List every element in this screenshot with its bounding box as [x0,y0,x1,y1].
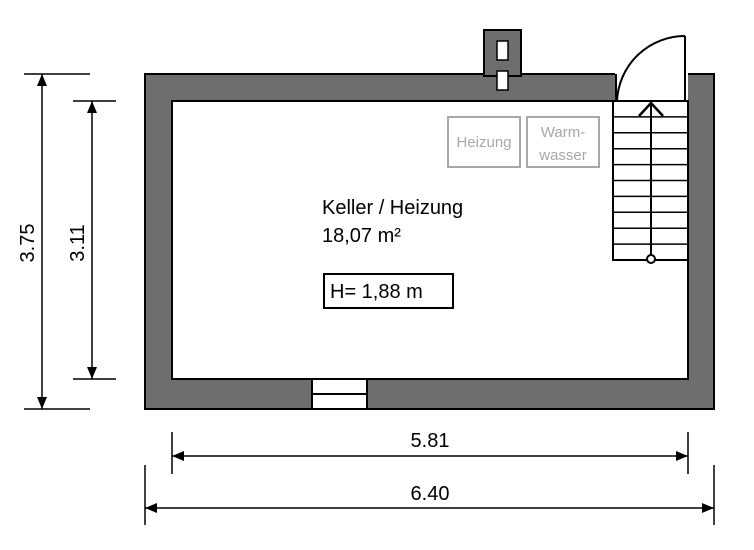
heating-box [447,116,521,168]
hot-water-box [526,116,600,168]
door-swing-arc [616,34,686,102]
staircase [612,100,689,264]
dimension-inner-height: 3.11 [67,100,116,380]
door [615,34,688,103]
dimension-label-3-75: 3.75 [17,224,39,263]
dimension-outer-width: 6.40 [144,465,715,525]
stair-arrow-head [638,101,664,117]
stair-start-dot [646,254,656,264]
heating-unit: Heizung [447,116,521,168]
walls [144,29,715,410]
hot-water-unit: Warm- wasser [526,116,600,168]
dimension-label-3-11: 3.11 [67,224,89,261]
dimension-outer-height: 3.75 [17,73,90,410]
chimney-flue-bottom [496,70,509,91]
hot-water-label-line1: Warm- [541,124,585,141]
dimension-label-5-81: 5.81 [411,430,450,452]
room-area: 18,07 m² [322,225,401,247]
room-name: Keller / Heizung [322,197,463,219]
room-height-box [323,273,454,309]
door-opening [615,73,688,103]
room-height: H= 1,88 m [330,281,423,303]
dimension-label-6-40: 6.40 [411,483,450,505]
heating-label: Heizung [456,134,511,151]
window [311,378,368,410]
room-interior [171,100,689,380]
hot-water-label-line2: wasser [538,147,587,164]
chimney-flue-top [496,40,509,61]
dimension-inner-width: 5.81 [171,430,689,474]
